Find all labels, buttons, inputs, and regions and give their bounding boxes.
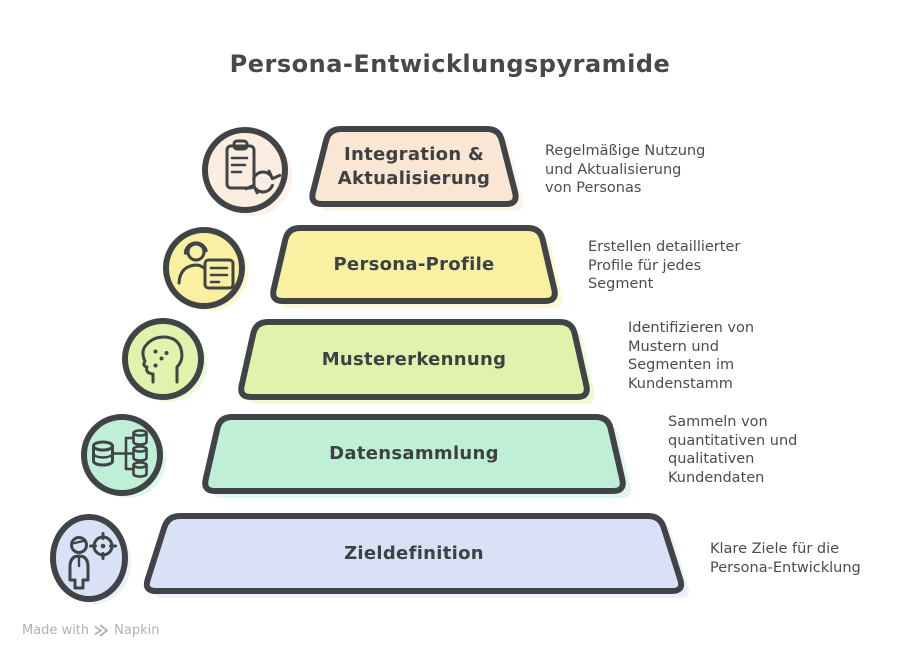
pyramid-level-3-description: Identifizieren von Mustern und Segmenten… — [628, 319, 754, 393]
description-line: Profile für jedes — [588, 257, 702, 274]
description-line: Persona-Entwicklung — [710, 559, 861, 576]
pyramid-level-5-description: Klare Ziele für die Persona-Entwicklung — [710, 540, 861, 577]
head-pattern-icon — [122, 318, 207, 402]
pyramid-level-3-shape — [238, 319, 590, 400]
description-line: und Aktualisierung — [545, 161, 682, 178]
icon-circle — [50, 514, 128, 602]
pyramid-level-2-description: Erstellen detaillierter Profile für jede… — [588, 238, 740, 294]
pyramid-level-4-description: Sammeln von quantitativen und qualitativ… — [668, 413, 797, 487]
icon-circle — [202, 127, 288, 213]
clipboard-refresh-icon — [202, 127, 292, 216]
napkin-chevrons-icon — [94, 624, 109, 637]
pyramid-levels — [143, 126, 685, 594]
description-line: Klare Ziele für die — [710, 541, 840, 557]
pyramid-level-2-label: Persona-Profile — [333, 253, 495, 275]
made-with-napkin-credit[interactable]: Made with Napkin — [22, 623, 159, 638]
pyramid-level-5-label: Zieldefinition — [344, 542, 484, 564]
description-line: qualitativen — [668, 451, 755, 467]
description-line: Kundendaten — [668, 469, 765, 486]
pyramid-level-2-shape — [270, 225, 558, 304]
pyramid-level-1-label: Integration & Aktualisierung — [337, 144, 491, 189]
description-line: von Personas — [545, 180, 642, 196]
pyramid-level-1-description: Regelmäßige Nutzung und Aktualisierung v… — [545, 142, 705, 198]
pyramid-level-5-shape — [143, 513, 685, 594]
description-line: Erstellen detaillierter — [588, 239, 741, 255]
made-with-text: Made with — [22, 623, 90, 638]
description-line: Kundenstamm — [628, 375, 733, 392]
pyramid-level-3-label: Mustererkennung — [321, 348, 507, 370]
description-line: Segment — [588, 276, 654, 292]
description-line: Sammeln von — [668, 414, 768, 430]
description-line: Segmenten im — [628, 357, 735, 373]
brand-text: Napkin — [114, 623, 160, 638]
pyramid-level-4-shape — [202, 414, 626, 494]
description-line: quantitativen und — [668, 432, 798, 449]
pyramid-level-4-label: Datensammlung — [329, 443, 499, 465]
pyramid-level-1-shape — [309, 126, 519, 207]
description-line: Regelmäßige Nutzung — [545, 143, 706, 159]
person-profile-card-icon — [163, 227, 248, 311]
description-line: Identifizieren von — [628, 320, 755, 336]
page-title: Persona-Entwicklungspyramide — [229, 50, 671, 78]
description-line: Mustern und — [628, 338, 719, 355]
database-collection-icon — [81, 414, 166, 498]
person-target-icon — [50, 514, 131, 604]
